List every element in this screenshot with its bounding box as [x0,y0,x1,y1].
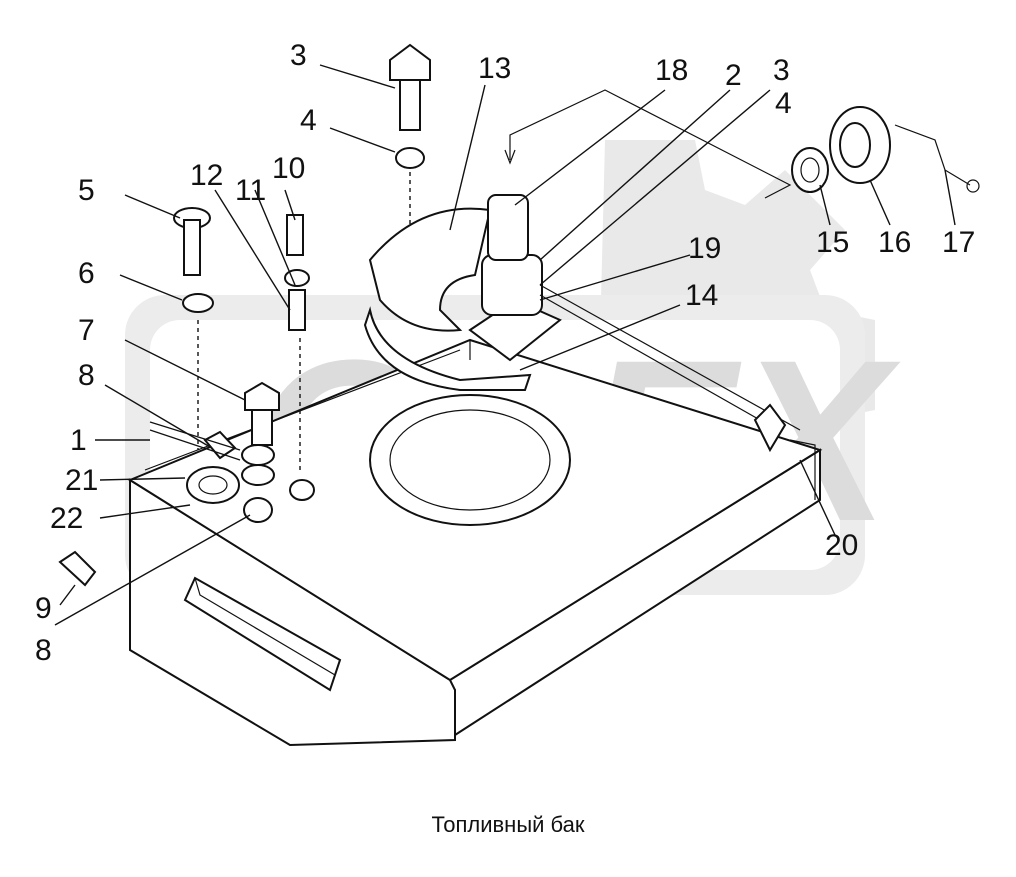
callout-4-right: 4 [775,87,792,120]
callout-17: 17 [942,226,975,259]
diagram-caption: Топливный бак [431,812,585,837]
callouts: 3 4 5 6 7 8 1 21 22 9 8 12 11 10 13 18 2… [35,39,975,667]
callout-13: 13 [478,52,511,85]
callout-8-bottom: 8 [35,634,52,667]
callout-3-left: 3 [290,39,307,72]
callout-22: 22 [50,502,83,535]
callout-6: 6 [78,257,95,290]
filler-cap-parts [791,106,980,193]
callout-10: 10 [272,152,305,185]
callout-11: 11 [235,174,266,207]
callout-1: 1 [70,424,87,457]
filler-neck [468,194,801,453]
fasteners [58,43,431,587]
sender-flange-plates [363,207,532,391]
callout-14: 14 [685,279,718,312]
callout-4-left: 4 [300,104,317,137]
callout-2: 2 [725,59,742,92]
callout-19: 19 [688,232,721,265]
callout-12: 12 [190,159,223,192]
callout-8-top: 8 [78,359,95,392]
assembly-guides [197,89,792,470]
callout-5: 5 [78,174,95,207]
callout-9: 9 [35,592,52,625]
callout-16: 16 [878,226,911,259]
callout-15: 15 [816,226,849,259]
callout-3-right: 3 [773,54,790,87]
leader-lines [54,64,956,626]
callout-21: 21 [65,464,98,497]
callout-20: 20 [825,529,858,562]
tank-flange-ring [369,394,571,526]
callout-7: 7 [78,314,95,347]
callout-18: 18 [655,54,688,87]
